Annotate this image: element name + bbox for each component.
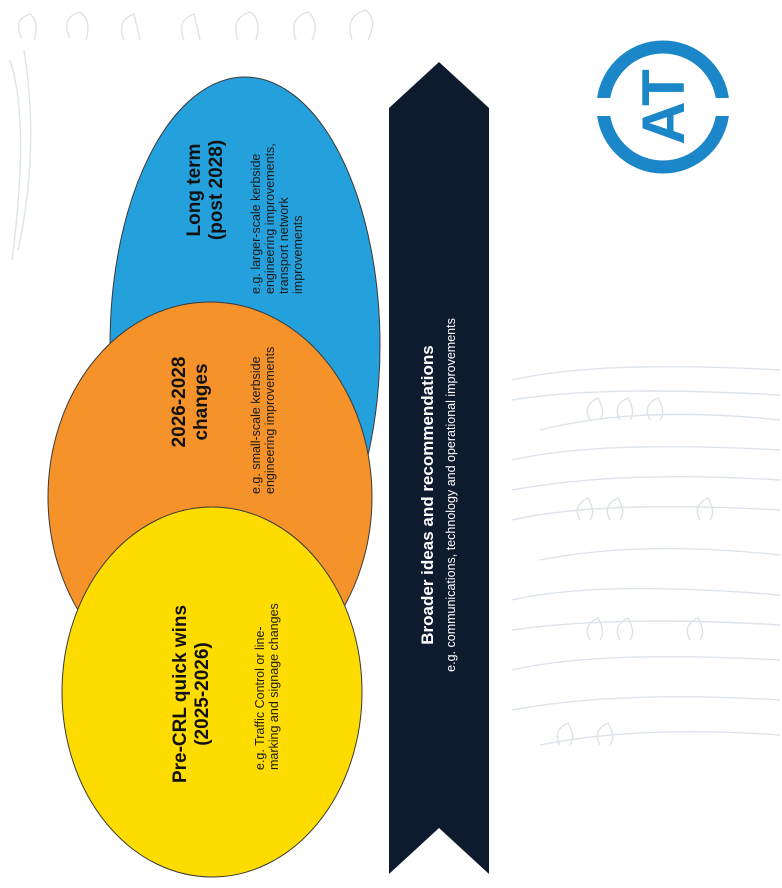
mid-term-description: e.g. small-scale kerbside engineering im… bbox=[249, 347, 277, 494]
banner-title: Broader ideas and recommendations bbox=[418, 345, 437, 644]
broader-ideas-banner bbox=[389, 62, 489, 874]
background-pattern-top bbox=[9, 9, 374, 261]
long-term-desc-line-4: improvements bbox=[291, 216, 305, 295]
long-term-title: Long term bbox=[184, 144, 205, 237]
quick-wins-title: Pre-CRL quick wins bbox=[170, 605, 191, 783]
mid-term-title: 2026-2028 bbox=[169, 357, 190, 448]
quick-wins-description: e.g. Traffic Control or line- marking an… bbox=[253, 603, 281, 770]
mid-term-title-group: 2026-2028 changes bbox=[169, 357, 212, 448]
background-pattern-right bbox=[511, 365, 781, 746]
long-term-desc-line-1: e.g. larger-scale kerbside bbox=[249, 154, 263, 294]
quick-wins-desc-line-1: e.g. Traffic Control or line- bbox=[253, 626, 267, 770]
at-logo: AT bbox=[596, 40, 730, 174]
mid-term-subtitle: changes bbox=[191, 363, 212, 440]
quick-wins-subtitle: (2025-2026) bbox=[192, 642, 213, 746]
long-term-desc-line-2: engineering improvements, bbox=[263, 143, 277, 294]
long-term-subtitle: (post 2028) bbox=[206, 140, 227, 240]
mid-term-desc-line-2: engineering improvements bbox=[263, 347, 277, 494]
long-term-desc-line-3: transport network bbox=[277, 197, 291, 294]
banner-subtitle: e.g. communications, technology and oper… bbox=[444, 318, 458, 672]
quick-wins-title-group: Pre-CRL quick wins (2025-2026) bbox=[170, 605, 213, 783]
long-term-title-group: Long term (post 2028) bbox=[184, 140, 227, 240]
banner-text-group: Broader ideas and recommendations e.g. c… bbox=[418, 318, 458, 672]
quick-wins-desc-line-2: marking and signage changes bbox=[267, 603, 281, 770]
quick-wins-ellipse bbox=[61, 506, 363, 878]
long-term-description: e.g. larger-scale kerbside engineering i… bbox=[249, 143, 305, 294]
at-logo-text: AT bbox=[630, 69, 697, 145]
mid-term-desc-line-1: e.g. small-scale kerbside bbox=[249, 356, 263, 494]
